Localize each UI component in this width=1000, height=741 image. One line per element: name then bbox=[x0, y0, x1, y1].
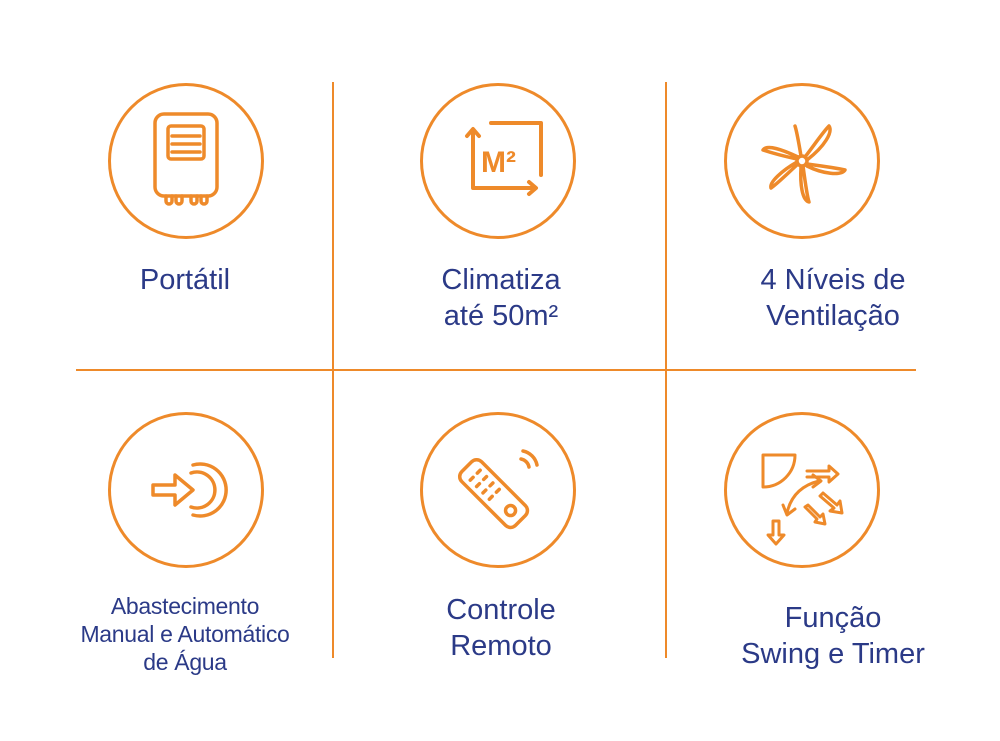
remote-control-icon bbox=[420, 412, 576, 568]
feature-portable: Portátil bbox=[20, 0, 350, 370]
feature-fan-levels: 4 Níveis de Ventilação bbox=[668, 0, 998, 370]
water-supply-icon bbox=[108, 412, 264, 568]
feature-area: M² Climatiza até 50m² bbox=[336, 0, 666, 370]
label-line: Portátil bbox=[139, 264, 231, 296]
label-line: Abastecimento bbox=[110, 593, 260, 619]
divider-vertical-right-bottom bbox=[665, 370, 667, 658]
divider-vertical-right-top bbox=[665, 82, 667, 370]
feature-label: Portátil bbox=[20, 262, 350, 298]
feature-label: Climatiza até 50m² bbox=[336, 262, 666, 334]
feature-water-supply: Abastecimento Manual e Automático de Águ… bbox=[20, 370, 350, 741]
label-line: até 50m² bbox=[443, 300, 559, 332]
feature-label: Abastecimento Manual e Automático de Águ… bbox=[20, 592, 350, 676]
label-line: 4 Níveis de bbox=[760, 264, 906, 296]
divider-vertical-left-bottom bbox=[332, 370, 334, 658]
label-line: Função bbox=[784, 602, 882, 634]
fan-icon bbox=[724, 83, 880, 239]
portable-unit-icon bbox=[108, 83, 264, 239]
area-m2-icon: M² bbox=[420, 83, 576, 239]
feature-swing-timer: Função Swing e Timer bbox=[668, 370, 998, 741]
swing-timer-icon bbox=[724, 412, 880, 568]
m2-badge-text: M² bbox=[481, 146, 516, 179]
label-line: Remoto bbox=[450, 630, 552, 662]
feature-label: Função Swing e Timer bbox=[668, 600, 998, 672]
label-line: Climatiza bbox=[441, 264, 561, 296]
label-line: Ventilação bbox=[766, 300, 900, 332]
label-line: de Água bbox=[143, 649, 227, 675]
divider-horizontal bbox=[76, 369, 916, 371]
label-line: Controle bbox=[446, 594, 556, 626]
label-line: Swing e Timer bbox=[741, 638, 925, 670]
label-line: Manual e Automático bbox=[80, 621, 290, 647]
feature-remote-control: Controle Remoto bbox=[336, 370, 666, 741]
feature-label: Controle Remoto bbox=[336, 592, 666, 664]
feature-label: 4 Níveis de Ventilação bbox=[668, 262, 998, 334]
divider-vertical-left-top bbox=[332, 82, 334, 370]
